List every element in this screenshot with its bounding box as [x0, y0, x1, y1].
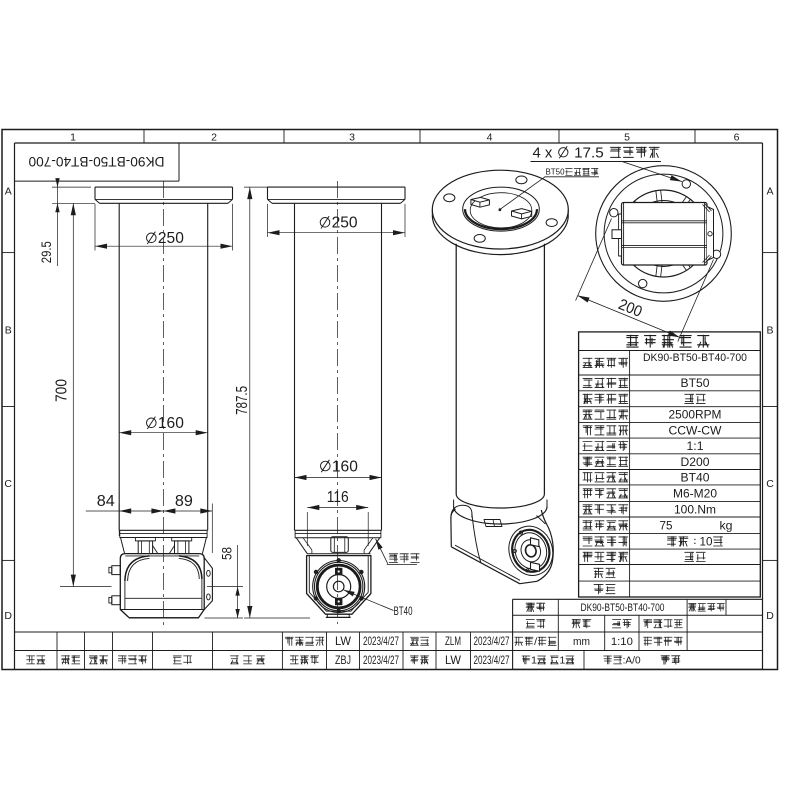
svg-text:1:10: 1:10	[611, 636, 633, 648]
svg-text:B: B	[5, 324, 12, 336]
svg-text:17.5: 17.5	[570, 145, 608, 162]
svg-text:2500RPM: 2500RPM	[669, 408, 722, 422]
svg-text:6: 6	[734, 131, 740, 143]
svg-text:DK90-BT50-BT40-700: DK90-BT50-BT40-700	[581, 602, 665, 614]
svg-text:DK90-BT50-BT40-700: DK90-BT50-BT40-700	[28, 154, 164, 170]
svg-text:1: 1	[531, 655, 537, 666]
svg-text:3: 3	[349, 131, 355, 143]
svg-text:2023/4/27: 2023/4/27	[363, 653, 399, 667]
svg-text:D: D	[766, 610, 774, 622]
svg-text::A/0: :A/0	[623, 655, 641, 666]
svg-text:2023/4/27: 2023/4/27	[474, 634, 510, 648]
svg-text:1: 1	[70, 131, 76, 143]
svg-text:250: 250	[158, 230, 184, 247]
svg-text:M6-M20: M6-M20	[673, 486, 717, 500]
svg-text:1: 1	[559, 655, 565, 666]
svg-text:5: 5	[624, 131, 630, 143]
svg-text:700: 700	[54, 379, 71, 402]
svg-text:160: 160	[158, 415, 184, 432]
svg-text:/: /	[534, 637, 537, 648]
svg-text:A: A	[5, 186, 12, 198]
svg-text:2: 2	[211, 131, 217, 143]
svg-text:BT50: BT50	[546, 168, 566, 177]
svg-text:58: 58	[219, 547, 235, 560]
svg-text:B: B	[766, 324, 773, 336]
svg-text:ZBJ: ZBJ	[335, 653, 351, 667]
svg-text:75: 75	[660, 519, 673, 533]
svg-text:BT40: BT40	[681, 470, 710, 484]
svg-text:250: 250	[332, 215, 358, 232]
svg-text:160: 160	[332, 458, 358, 475]
svg-text:C: C	[766, 478, 774, 490]
svg-text:4 x: 4 x	[533, 145, 557, 162]
svg-text:LW: LW	[445, 653, 462, 667]
svg-text:84: 84	[97, 493, 115, 510]
svg-text:C: C	[4, 478, 12, 490]
svg-text:kg: kg	[720, 519, 733, 533]
svg-text:CCW-CW: CCW-CW	[669, 423, 723, 437]
svg-text:100.Nm: 100.Nm	[674, 503, 716, 517]
svg-text:A: A	[766, 186, 773, 198]
svg-text:1:1: 1:1	[687, 439, 704, 453]
svg-text:89: 89	[175, 493, 193, 510]
svg-text:10: 10	[700, 536, 713, 548]
svg-text:116: 116	[327, 489, 349, 506]
svg-text:ZLM: ZLM	[445, 634, 461, 648]
svg-text:D200: D200	[681, 455, 710, 469]
svg-text:mm: mm	[573, 636, 590, 648]
svg-text:29.5: 29.5	[39, 241, 54, 263]
svg-text:D: D	[4, 610, 12, 622]
svg-text:2023/4/27: 2023/4/27	[363, 634, 399, 648]
svg-text:4: 4	[487, 131, 493, 143]
svg-text:787.5: 787.5	[234, 386, 251, 415]
svg-text:BT50: BT50	[681, 376, 710, 390]
svg-text:LW: LW	[335, 634, 352, 648]
svg-text:DK90-BT50-BT40-700: DK90-BT50-BT40-700	[643, 352, 747, 364]
svg-text:BT40: BT40	[394, 604, 413, 618]
svg-text:2023/4/27: 2023/4/27	[474, 653, 510, 667]
